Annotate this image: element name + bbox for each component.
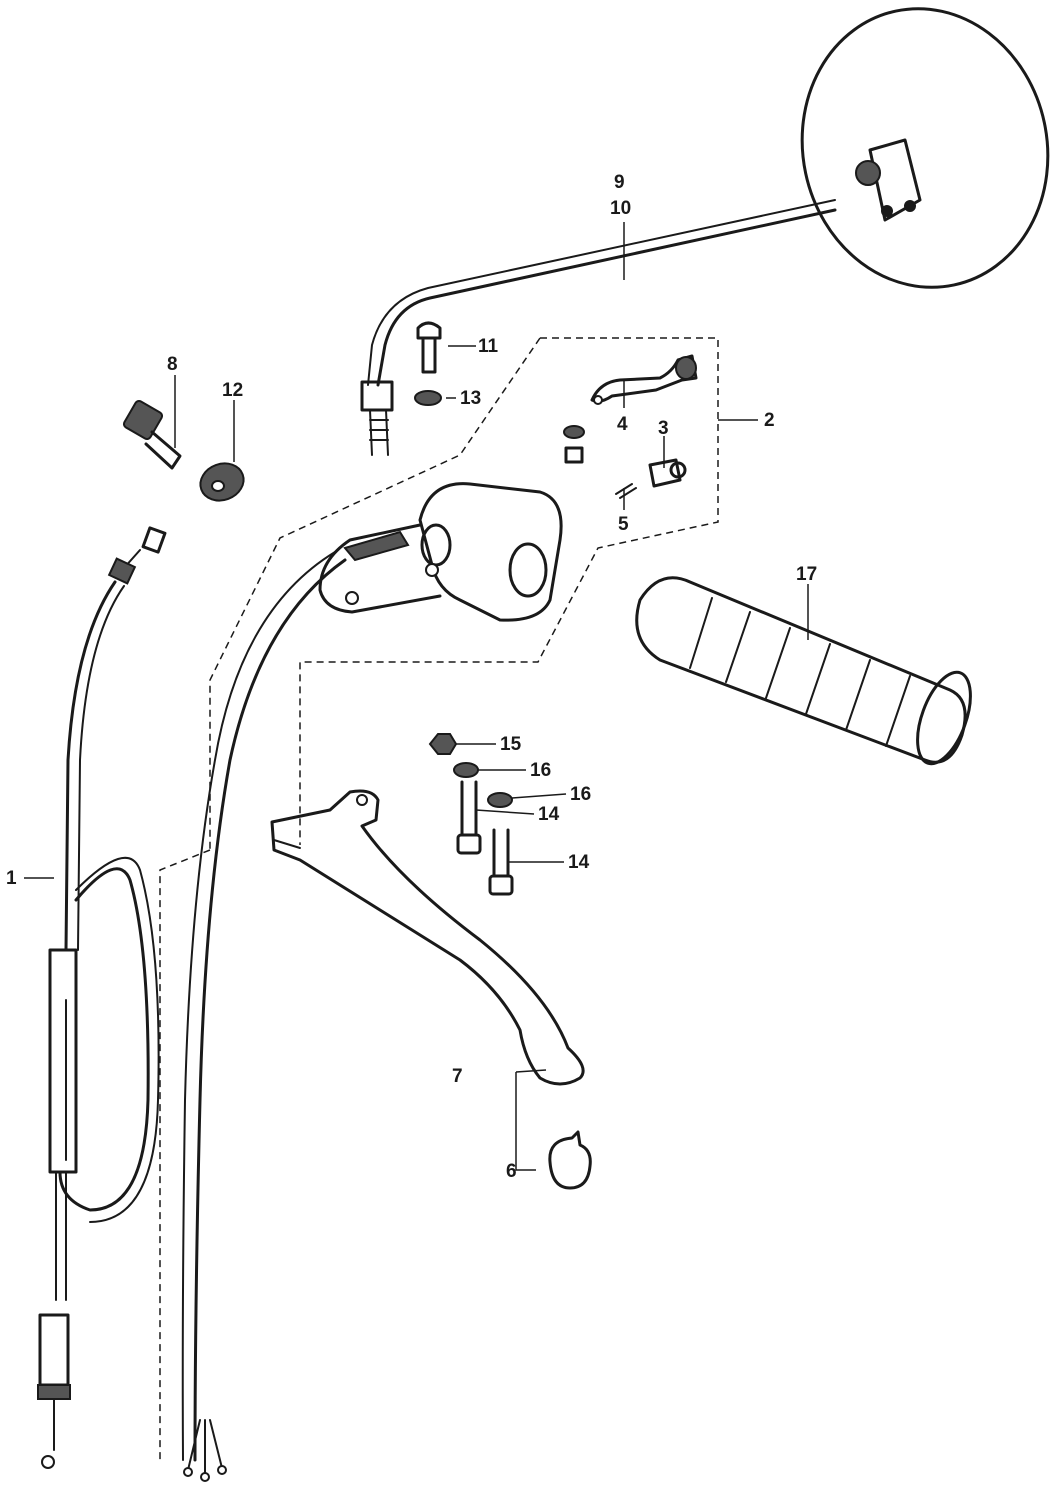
callout-2: 2 bbox=[764, 410, 775, 431]
screw-washer bbox=[563, 425, 585, 464]
callout-13: 13 bbox=[460, 388, 481, 409]
adjuster-bolt-8 bbox=[122, 399, 182, 470]
callout-15: 15 bbox=[500, 734, 522, 755]
spring-13 bbox=[414, 390, 442, 406]
callout-5: 5 bbox=[618, 514, 629, 535]
lever-cap-6 bbox=[548, 1130, 592, 1190]
callout-1: 1 bbox=[6, 868, 17, 889]
nut-15 bbox=[428, 733, 458, 755]
callout-8: 8 bbox=[167, 354, 178, 375]
lever-holder bbox=[318, 482, 563, 622]
callout-9: 9 bbox=[614, 172, 625, 193]
callout-7: 7 bbox=[452, 1066, 463, 1087]
callout-4: 4 bbox=[617, 414, 628, 435]
bolt-14b bbox=[488, 828, 514, 896]
callout-10: 10 bbox=[610, 198, 631, 219]
callout-6: 6 bbox=[506, 1161, 517, 1182]
bolt-11 bbox=[416, 321, 442, 374]
clutch-cable-1 bbox=[37, 526, 167, 1469]
assembly-group-outline bbox=[159, 337, 719, 1460]
handle-grip-17 bbox=[635, 576, 972, 766]
callout-16a: 16 bbox=[530, 760, 551, 781]
leader-lines bbox=[24, 222, 809, 1171]
washer-16b bbox=[487, 792, 513, 808]
callout-14b: 14 bbox=[568, 852, 590, 873]
switch-3 bbox=[648, 458, 687, 488]
callout-14a: 14 bbox=[538, 804, 560, 825]
clutch-lever-7 bbox=[270, 789, 585, 1086]
callout-16b: 16 bbox=[570, 784, 591, 805]
callout-3: 3 bbox=[658, 418, 669, 439]
washer-16 bbox=[453, 762, 479, 778]
lock-nut-12 bbox=[199, 462, 245, 502]
callout-11: 11 bbox=[478, 336, 499, 357]
bolt-14a bbox=[456, 780, 482, 855]
wire-harness bbox=[181, 551, 347, 1482]
callout-labels: 9 10 11 13 8 12 4 2 3 5 17 15 16 16 14 1… bbox=[6, 172, 817, 1182]
callout-17: 17 bbox=[796, 564, 817, 585]
switch-lever-4 bbox=[590, 354, 698, 405]
mirror bbox=[360, 7, 1050, 456]
spring-5 bbox=[615, 483, 637, 499]
callout-12: 12 bbox=[222, 380, 243, 401]
